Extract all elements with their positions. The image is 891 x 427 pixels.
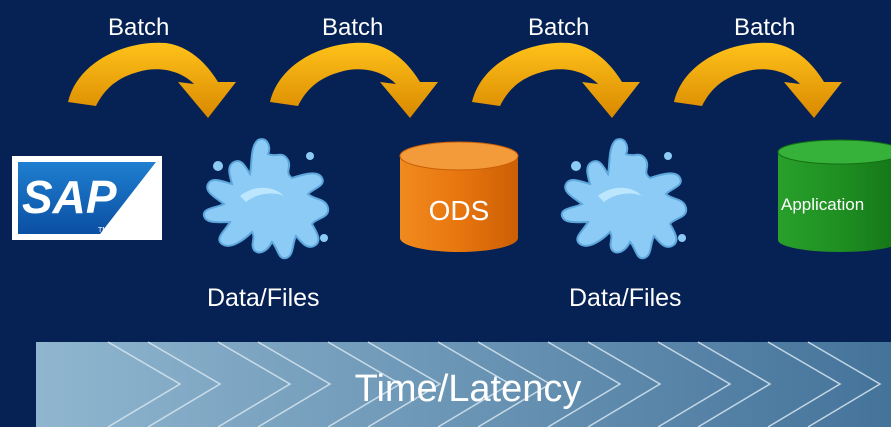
batch-arrow-4 [674,42,842,118]
batch-arrow-3 [472,42,640,118]
ods-cylinder: ODS [399,141,519,252]
batch-label-4: Batch [734,14,796,41]
data-files-label-2: Data/Files [569,284,682,312]
ods-label: ODS [429,195,490,226]
latency-band: Time/Latency [36,341,891,427]
application-cylinder: Application [777,139,891,252]
sap-logo: SAP TM [12,156,162,240]
batch-label-3: Batch [528,14,590,41]
batch-label-2: Batch [322,14,384,41]
batch-arrow-2 [270,42,438,118]
data-files-label-1: Data/Files [207,284,320,312]
batch-arrow-1 [68,42,236,118]
batch-label-1: Batch [108,14,170,41]
sap-trademark: TM [98,227,108,234]
latency-chevrons [107,341,882,427]
application-label: Application [781,195,864,214]
sap-logo-text: SAP [22,171,117,223]
data-files-splash-1 [202,138,330,260]
data-files-splash-2 [560,138,688,260]
latency-label: Time/Latency [355,368,582,410]
